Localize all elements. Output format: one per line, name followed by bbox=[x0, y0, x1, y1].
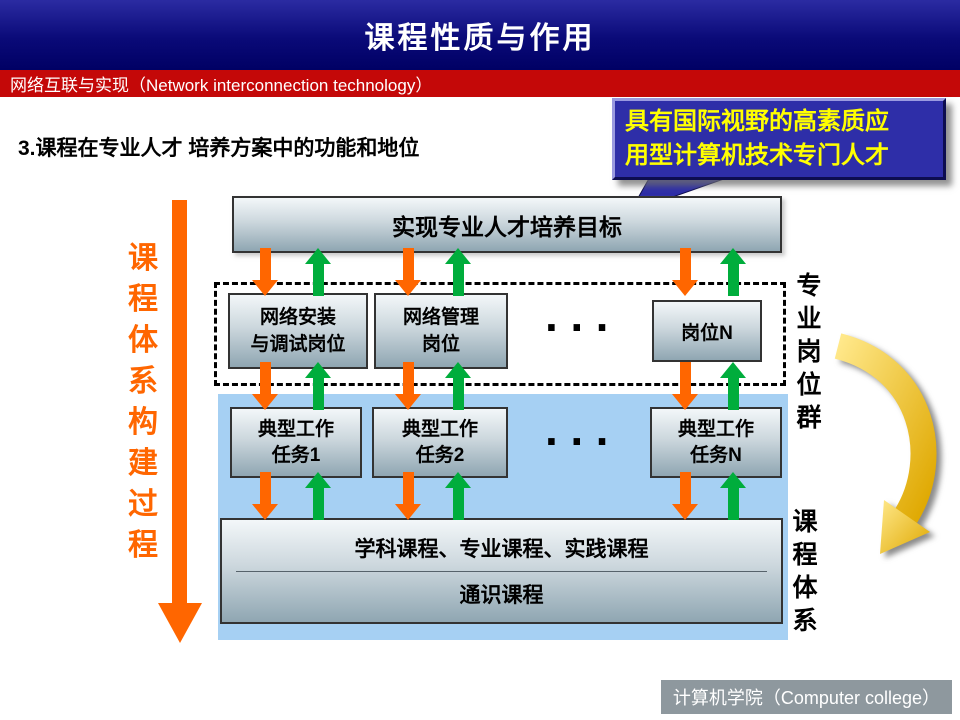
left-process-label: 课程体系构建过程 bbox=[128, 242, 158, 562]
down-arrow-icon bbox=[252, 362, 278, 410]
post-ellipsis: ··· bbox=[545, 301, 621, 353]
down-arrow-icon bbox=[395, 248, 421, 296]
down-arrow-icon bbox=[395, 472, 421, 520]
course-system-label: 课程体系 bbox=[792, 508, 818, 635]
course-banner-text: 网络互联与实现（Network interconnection technolo… bbox=[10, 76, 433, 95]
up-arrow-icon bbox=[445, 472, 471, 520]
up-arrow-icon bbox=[445, 362, 471, 410]
down-arrow-icon bbox=[672, 362, 698, 410]
down-arrow-icon bbox=[672, 472, 698, 520]
callout-text: 具有国际视野的高素质应 用型计算机技术专门人才 bbox=[625, 108, 889, 169]
goal-box: 实现专业人才培养目标 bbox=[232, 196, 782, 253]
course-row-1: 学科课程、专业课程、实践课程 bbox=[354, 538, 649, 562]
curve-arrow-icon bbox=[834, 333, 937, 554]
title-bar: 课程性质与作用 bbox=[0, 0, 960, 70]
task-ellipsis: ··· bbox=[545, 415, 621, 467]
up-arrow-icon bbox=[445, 248, 471, 296]
down-arrow-icon bbox=[672, 248, 698, 296]
post-box-2: 网络管理 岗位 bbox=[374, 293, 508, 369]
task-box-n: 典型工作 任务N bbox=[650, 407, 782, 478]
up-arrow-icon bbox=[720, 362, 746, 410]
callout-box: 具有国际视野的高素质应 用型计算机技术专门人才 bbox=[612, 98, 946, 180]
course-banner: 网络互联与实现（Network interconnection technolo… bbox=[0, 70, 960, 97]
process-arrowhead-icon bbox=[158, 603, 202, 643]
up-arrow-icon bbox=[720, 248, 746, 296]
task-box-1: 典型工作 任务1 bbox=[230, 407, 362, 478]
course-row-2: 通识课程 bbox=[459, 583, 544, 607]
up-arrow-icon bbox=[305, 472, 331, 520]
up-arrow-icon bbox=[720, 472, 746, 520]
up-arrow-icon bbox=[305, 248, 331, 296]
post-box-n: 岗位N bbox=[652, 300, 762, 362]
course-box: 学科课程、专业课程、实践课程 通识课程 bbox=[220, 518, 783, 624]
task-box-2: 典型工作 任务2 bbox=[372, 407, 508, 478]
section-heading: 3.课程在专业人才 培养方案中的功能和地位 bbox=[18, 137, 420, 160]
down-arrow-icon bbox=[252, 472, 278, 520]
process-arrow-icon bbox=[172, 200, 187, 604]
footer-credit: 计算机学院（Computer college） bbox=[660, 680, 952, 714]
down-arrow-icon bbox=[395, 362, 421, 410]
up-arrow-icon bbox=[305, 362, 331, 410]
down-arrow-icon bbox=[252, 248, 278, 296]
slide-title: 课程性质与作用 bbox=[364, 22, 596, 55]
post-group-label: 专业岗位群 bbox=[796, 272, 822, 432]
post-box-1: 网络安装 与调试岗位 bbox=[228, 293, 368, 369]
course-divider bbox=[236, 570, 767, 572]
